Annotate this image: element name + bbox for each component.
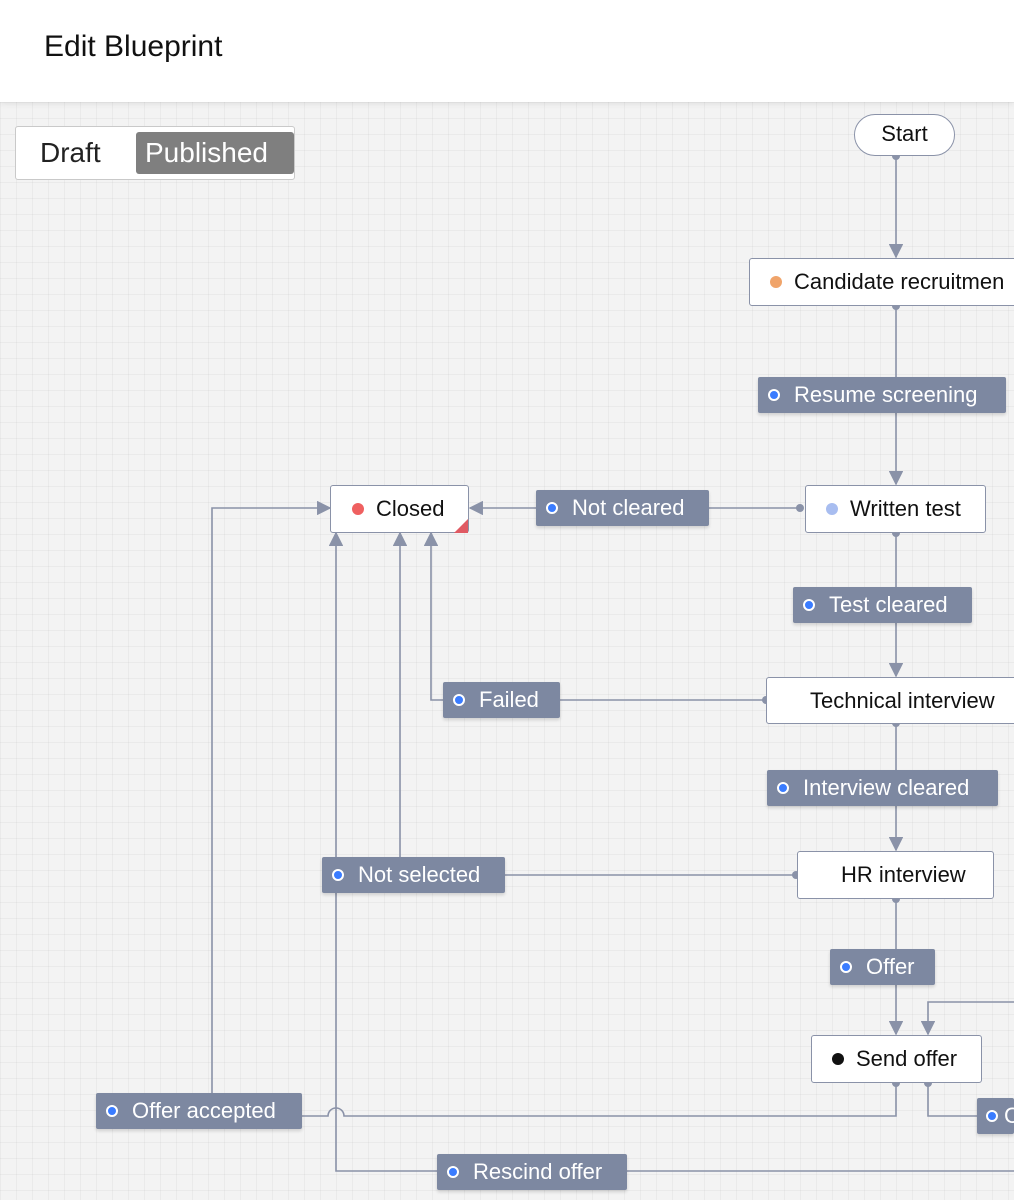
transition-rescind-offer[interactable]: Rescind offer xyxy=(437,1154,627,1190)
page-title: Edit Blueprint xyxy=(44,30,223,63)
start-node[interactable]: Start xyxy=(854,114,955,156)
transition-dot-icon xyxy=(453,694,465,706)
status-dot-icon xyxy=(352,503,364,515)
transition-dot-icon xyxy=(768,389,780,401)
transition-label: Test cleared xyxy=(829,592,948,617)
draft-option[interactable]: Draft xyxy=(40,137,101,168)
transition-label: Not selected xyxy=(358,862,481,887)
status-dot-icon xyxy=(770,276,782,288)
transition-dot-icon xyxy=(106,1105,118,1117)
state-send-offer[interactable]: Send offer xyxy=(811,1035,982,1083)
state-label: Closed xyxy=(376,496,445,521)
status-dot-icon xyxy=(832,1053,844,1065)
transition-label: Rescind offer xyxy=(473,1159,603,1184)
edge-loop-into-sendoffer xyxy=(920,1001,1014,1036)
transition-label: Failed xyxy=(479,687,539,712)
state-label: Written test xyxy=(850,496,961,521)
transition-label: Not cleared xyxy=(572,495,685,520)
transition-label: Offer xyxy=(866,954,915,979)
transition-offer[interactable]: Offer xyxy=(830,949,935,985)
transition-offer-accepted[interactable]: Offer accepted xyxy=(96,1093,302,1129)
transition-not-selected[interactable]: Not selected xyxy=(322,857,505,893)
transition-dot-icon xyxy=(986,1110,998,1122)
state-candidate-recruitment[interactable]: Candidate recruitmen xyxy=(749,258,1014,306)
edge-sendoffer-to-partial xyxy=(927,1083,978,1117)
edge-offeraccepted-to-closed xyxy=(211,500,332,1093)
edge-failed-to-closed xyxy=(423,531,443,701)
transition-dot-icon xyxy=(777,782,789,794)
state-closed[interactable]: Closed xyxy=(330,485,469,533)
transition-label: Interview cleared xyxy=(803,775,970,800)
transition-interview-cleared[interactable]: Interview cleared xyxy=(767,770,998,806)
transition-resume-screening[interactable]: Resume screening xyxy=(758,377,1006,413)
transition-label: C xyxy=(1004,1103,1014,1128)
connector-dot xyxy=(796,504,804,512)
end-state-flag-icon xyxy=(454,519,468,533)
state-label: HR interview xyxy=(841,862,966,887)
edge-sendoffer-to-offeraccepted xyxy=(302,1083,897,1117)
transition-failed[interactable]: Failed xyxy=(443,682,560,718)
draft-published-toggle[interactable]: Draft Published xyxy=(15,126,295,180)
transition-partial-offscreen[interactable]: C xyxy=(977,1098,1014,1134)
transition-dot-icon xyxy=(840,961,852,973)
transition-dot-icon xyxy=(447,1166,459,1178)
transition-label: Offer accepted xyxy=(132,1098,276,1123)
page-header: Edit Blueprint xyxy=(0,0,1014,102)
transition-dot-icon xyxy=(332,869,344,881)
status-dot-icon xyxy=(826,503,838,515)
state-technical-interview[interactable]: Technical interview xyxy=(766,677,1014,724)
state-label: Candidate recruitmen xyxy=(794,269,1005,294)
state-label: Technical interview xyxy=(810,687,995,713)
transition-test-cleared[interactable]: Test cleared xyxy=(793,587,972,623)
transition-not-cleared[interactable]: Not cleared xyxy=(536,490,709,526)
edge-rescind-up-to-closed xyxy=(328,531,437,1172)
transition-dot-icon xyxy=(546,502,558,514)
transition-label: Resume screening xyxy=(794,382,978,407)
state-written-test[interactable]: Written test xyxy=(805,485,986,533)
state-hr-interview[interactable]: HR interview xyxy=(797,851,994,899)
published-option[interactable]: Published xyxy=(136,132,294,174)
state-label: Send offer xyxy=(856,1046,958,1071)
transition-dot-icon xyxy=(803,599,815,611)
